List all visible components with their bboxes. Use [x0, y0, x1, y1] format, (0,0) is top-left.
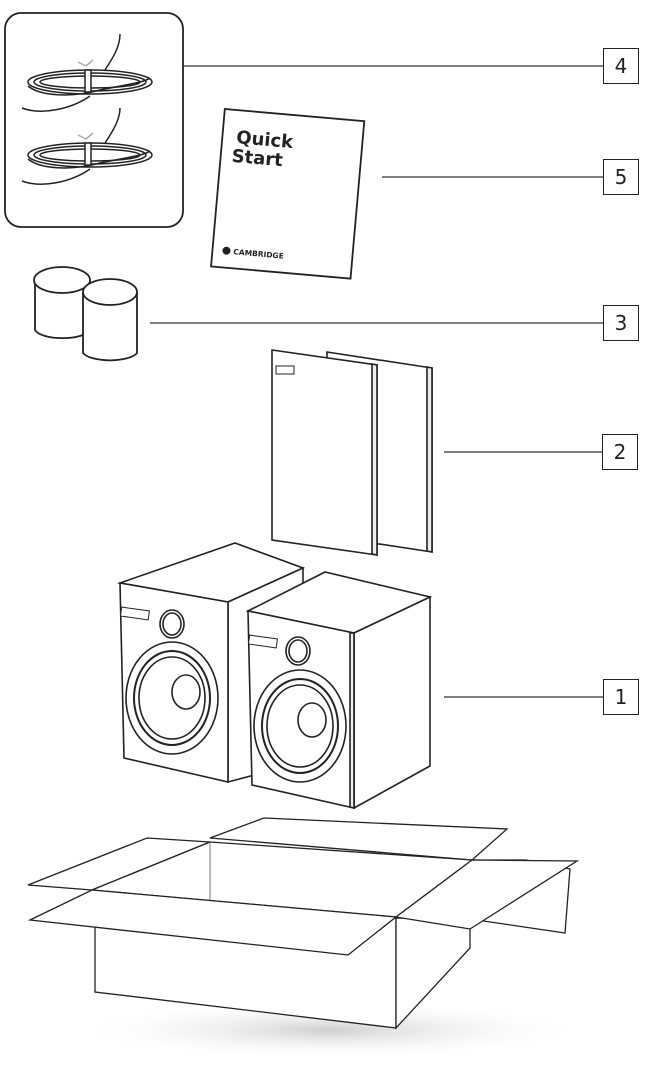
speakers-illustration — [116, 542, 433, 810]
speaker-badge-icon — [119, 606, 150, 621]
feet-illustration — [33, 266, 138, 362]
callout-5: 5 — [603, 159, 639, 195]
callout-number: 2 — [613, 440, 627, 464]
callout-2: 2 — [602, 434, 638, 470]
open-box-illustration — [27, 817, 590, 1060]
grille-badge-icon — [275, 365, 295, 375]
callout-4: 4 — [603, 48, 639, 84]
speaker-badge-icon — [247, 634, 278, 649]
quick-start-brand: CAMBRIDGE — [233, 247, 284, 260]
callout-number: 4 — [614, 54, 628, 78]
box-shadow — [70, 1000, 590, 1060]
cable-coil-icon — [21, 33, 153, 112]
quick-start-title-line2: Start — [231, 146, 284, 171]
cables-frame — [4, 12, 184, 228]
callout-number: 3 — [614, 311, 628, 335]
callout-number: 5 — [614, 165, 628, 189]
callout-1: 1 — [603, 679, 639, 715]
quick-start-title-line1: Quick — [235, 127, 295, 153]
grilles-illustration — [271, 349, 433, 556]
cable-coil-icon — [21, 107, 153, 185]
cables-illustration — [4, 12, 184, 228]
speaker-right — [245, 571, 433, 810]
callout-3: 3 — [603, 305, 639, 341]
callout-number: 1 — [614, 685, 628, 709]
cambridge-logo-icon — [222, 246, 231, 255]
quick-start-guide: Quick Start CAMBRIDGE — [210, 108, 366, 280]
